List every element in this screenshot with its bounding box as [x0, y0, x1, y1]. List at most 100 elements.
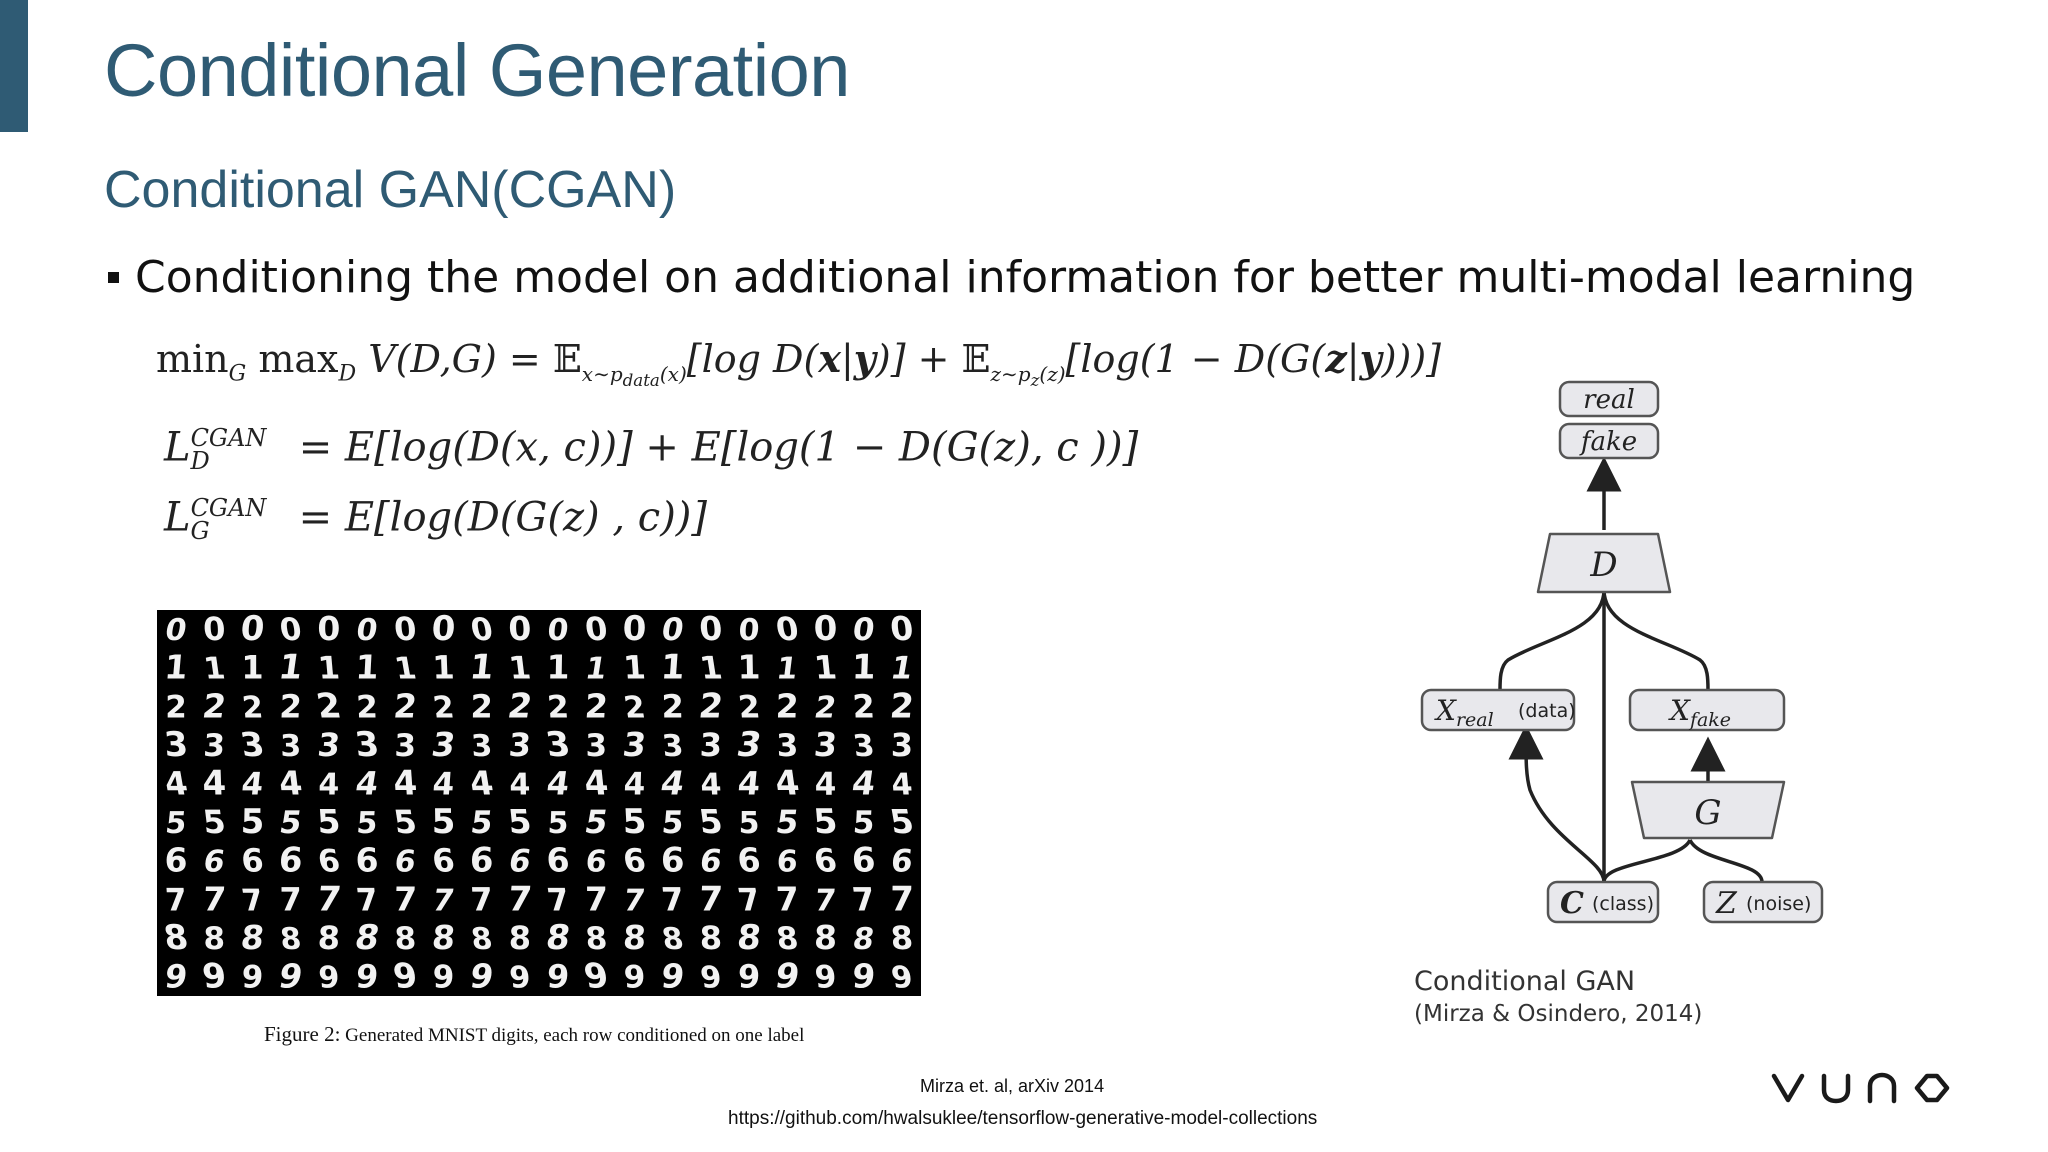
mnist-digit: 3 [280, 729, 302, 764]
mnist-digit: 8 [735, 918, 763, 958]
mnist-digit: 6 [506, 844, 534, 880]
mnist-digit: 1 [432, 649, 456, 687]
mnist-digit: 8 [394, 921, 417, 957]
mnist-digit: 1 [468, 648, 496, 688]
mnist-digit: 2 [165, 689, 187, 725]
mnist-digit: 4 [773, 764, 802, 804]
mnist-digit: 2 [775, 686, 799, 725]
mnist-digit: 0 [202, 610, 226, 648]
mnist-digit: 4 [277, 764, 305, 803]
mnist-digit: 1 [775, 652, 800, 687]
fake-box [1558, 422, 1660, 460]
mnist-digit: 5 [355, 806, 378, 841]
mnist-digit: 1 [241, 649, 263, 687]
class-note: (class) [1592, 893, 1654, 915]
accent-bar [0, 0, 28, 132]
mnist-digit: 4 [318, 768, 339, 803]
mnist-digit: 1 [659, 648, 685, 688]
mnist-digit: 8 [814, 918, 838, 957]
mnist-digit: 8 [352, 918, 383, 958]
figure-caption-text: Generated MNIST digits, each row conditi… [345, 1025, 805, 1046]
mnist-digit: 0 [773, 610, 801, 648]
mnist-digit: 4 [240, 767, 265, 803]
x-real-note: (data) [1518, 700, 1576, 722]
mnist-digit: 2 [584, 686, 610, 725]
mnist-digit: 5 [431, 802, 455, 842]
mnist-digit: 6 [661, 841, 685, 881]
mnist-digit: 3 [891, 726, 913, 764]
mnist-digit: 2 [392, 686, 419, 725]
figure-caption-label: Figure 2: [264, 1022, 341, 1046]
mnist-digit: 5 [201, 803, 228, 841]
mnist-digit: 0 [583, 610, 610, 648]
mnist-digit: 8 [659, 922, 686, 957]
mnist-digit: 4 [736, 765, 762, 803]
bullet-marker-icon [108, 272, 119, 283]
discriminator-loss-equation: LCGAND = E[log(D(x, c))] + E[log(1 − D(G… [164, 424, 1139, 476]
mnist-digit: 8 [699, 919, 723, 957]
generator-box [1630, 780, 1786, 840]
mnist-digit: 4 [850, 764, 878, 803]
slide-subtitle: Conditional GAN(CGAN) [104, 161, 677, 219]
mnist-digit: 0 [278, 612, 305, 648]
mnist-digit: 1 [202, 652, 228, 687]
mnist-digit: 6 [469, 841, 494, 881]
mnist-digit: 7 [660, 880, 686, 918]
mnist-digit: 2 [888, 686, 915, 726]
mnist-digit: 1 [163, 648, 189, 687]
mnist-digit: 5 [622, 802, 648, 842]
mnist-digit: 2 [505, 687, 535, 727]
mnist-digit: 9 [318, 961, 341, 996]
mnist-digit: 5 [164, 806, 189, 841]
mnist-digit: 0 [546, 613, 571, 648]
mnist-digit: 4 [700, 768, 723, 803]
mnist-digit: 4 [509, 768, 530, 803]
mnist-digit: 7 [430, 884, 457, 919]
mnist-digit: 6 [621, 842, 649, 880]
mnist-digit: 7 [279, 880, 302, 918]
mnist-digit: 3 [734, 725, 765, 765]
mnist-digit: 1 [583, 652, 609, 687]
z-to-g-line [1688, 839, 1764, 883]
mnist-digit: 5 [739, 806, 760, 841]
mnist-digit: 0 [354, 613, 380, 648]
mnist-digit: 5 [469, 805, 495, 841]
mnist-digit: 3 [470, 729, 493, 764]
mnist-digit: 8 [279, 922, 304, 957]
mnist-digit: 0 [431, 610, 457, 649]
mnist-digit: 0 [659, 612, 686, 648]
mnist-digit: 8 [509, 919, 531, 957]
fake-label: fake [1579, 427, 1637, 457]
mnist-digit: 9 [468, 957, 496, 996]
mnist-digit: 7 [240, 883, 266, 918]
mnist-digit: 8 [161, 918, 191, 958]
mnist-digit: 9 [851, 957, 877, 996]
mnist-digit: 4 [202, 764, 227, 804]
mnist-digit: 6 [355, 841, 379, 880]
mnist-digit: 1 [355, 648, 380, 687]
mnist-digit: 3 [585, 728, 607, 764]
mnist-digit: 3 [543, 725, 573, 765]
mnist-digit: 0 [392, 610, 418, 648]
x-fake-box [1628, 688, 1786, 732]
mnist-digit: 6 [277, 841, 303, 881]
mnist-digit: 9 [623, 960, 646, 996]
mnist-digit: 6 [697, 844, 724, 880]
real-box [1558, 380, 1660, 418]
mnist-digit: 1 [812, 649, 838, 687]
mnist-digit: 4 [431, 767, 455, 803]
mnist-digit: 8 [469, 922, 495, 957]
mnist-digit: 3 [661, 729, 686, 764]
mnist-digit: 5 [660, 805, 685, 841]
xreal-to-d-line [1498, 589, 1606, 691]
mnist-digit: 3 [238, 725, 268, 764]
mnist-digit: 1 [546, 648, 570, 687]
mnist-digit: 5 [774, 803, 802, 841]
mnist-digit: 2 [470, 687, 493, 725]
mnist-digit: 4 [815, 767, 837, 803]
mnist-digit: 8 [543, 918, 572, 958]
mnist-digit: 1 [697, 651, 724, 687]
mnist-digit: 8 [889, 919, 914, 957]
mnist-digit: 2 [697, 686, 726, 726]
